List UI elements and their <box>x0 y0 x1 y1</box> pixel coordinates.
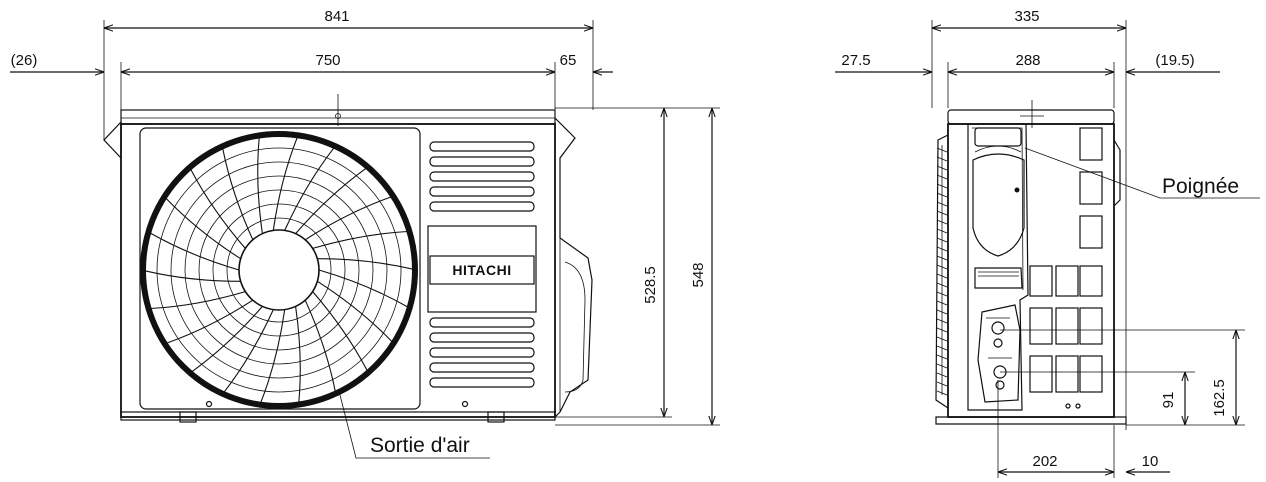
outdoor-unit-front <box>103 94 593 421</box>
fan-spoke <box>295 167 367 234</box>
grille-hatch <box>936 336 948 342</box>
dim-left-offset: (26) <box>11 52 38 69</box>
fan-spoke <box>223 309 274 393</box>
grille-hatch <box>936 192 948 198</box>
dim-rear-offset: (19.5) <box>1155 52 1194 69</box>
fan-spoke <box>304 196 392 241</box>
grille-hatch <box>936 183 948 189</box>
fan-spoke <box>190 168 246 249</box>
dim-front-offset: 27.5 <box>841 52 870 69</box>
fan-grille <box>140 131 418 409</box>
fan-spoke <box>312 291 368 372</box>
grille-hatch <box>936 291 948 297</box>
grille-hatch <box>936 165 948 171</box>
air-outlet-label: Sortie d'air <box>370 434 470 457</box>
grille-hatch <box>936 345 948 351</box>
grille-hatch <box>936 381 948 387</box>
grille-hatch <box>936 282 948 288</box>
fan-spoke <box>317 258 414 270</box>
fan-spoke <box>312 230 408 249</box>
front-view: 841 (26) 750 65 528.5 548 <box>10 8 720 459</box>
fan-spoke <box>150 291 246 310</box>
grille-hatch <box>936 228 948 234</box>
side-view: 335 27.5 288 (19.5) <box>835 8 1260 478</box>
fan-spoke <box>272 137 298 231</box>
dim-overall-depth: 335 <box>1014 8 1039 25</box>
fan-spoke <box>257 137 263 234</box>
grille-hatch <box>936 390 948 396</box>
dim-base-offset: 10 <box>1142 453 1159 470</box>
grille-hatch <box>936 246 948 252</box>
grille-hatch <box>936 174 948 180</box>
grille-hatch <box>936 309 948 315</box>
dim-overall-width: 841 <box>324 8 349 25</box>
dim-overall-height: 548 <box>690 262 707 287</box>
grille-hatch <box>936 264 948 270</box>
grille-panel <box>139 127 421 410</box>
louver-group-bottom <box>429 317 535 388</box>
grille-hatch <box>936 318 948 324</box>
grille-hatch <box>936 372 948 378</box>
fan-spoke <box>191 306 263 373</box>
dim-body-height: 528.5 <box>642 266 659 304</box>
brand-logo-text: HITACHI <box>452 262 511 278</box>
fan-spoke <box>318 269 409 308</box>
dim-right-offset: 65 <box>560 52 577 69</box>
dim-pipe-height-upper: 162.5 <box>1211 379 1228 417</box>
grille-hatch <box>936 327 948 333</box>
louver-group-top <box>429 141 535 212</box>
fan-spoke <box>144 270 241 282</box>
grille-hatch <box>936 363 948 369</box>
grille-hatch <box>936 300 948 306</box>
fan-spoke <box>295 306 301 403</box>
fan-spoke <box>317 280 393 343</box>
grille-hatch <box>936 237 948 243</box>
outdoor-unit-side <box>935 100 1127 425</box>
dim-pipe-height-lower: 91 <box>1160 392 1177 409</box>
grille-hatch <box>936 219 948 225</box>
grille-hatch <box>936 354 948 360</box>
fan-spoke <box>165 197 241 260</box>
fan-spoke <box>260 309 286 403</box>
grille-hatch <box>936 255 948 261</box>
handle-leader <box>1024 147 1260 199</box>
fan-spoke <box>304 299 336 392</box>
air-outlet-leader <box>339 394 490 459</box>
dim-pipe-distance: 202 <box>1032 453 1057 470</box>
grille-hatch <box>936 147 948 153</box>
fan-spoke <box>284 147 335 231</box>
brand-logo <box>429 255 535 285</box>
grille-hatch <box>936 273 948 279</box>
handle <box>974 127 1022 147</box>
grille-hatch <box>936 156 948 162</box>
fan-spoke <box>149 232 240 271</box>
dim-body-width: 750 <box>315 52 340 69</box>
fan-spoke <box>166 299 254 344</box>
logo-panel <box>427 225 537 313</box>
grille-hatch <box>936 210 948 216</box>
handle-label: Poignée <box>1162 175 1239 198</box>
dim-body-depth: 288 <box>1015 52 1040 69</box>
grille-hatch <box>936 201 948 207</box>
fan-spoke <box>222 148 254 241</box>
